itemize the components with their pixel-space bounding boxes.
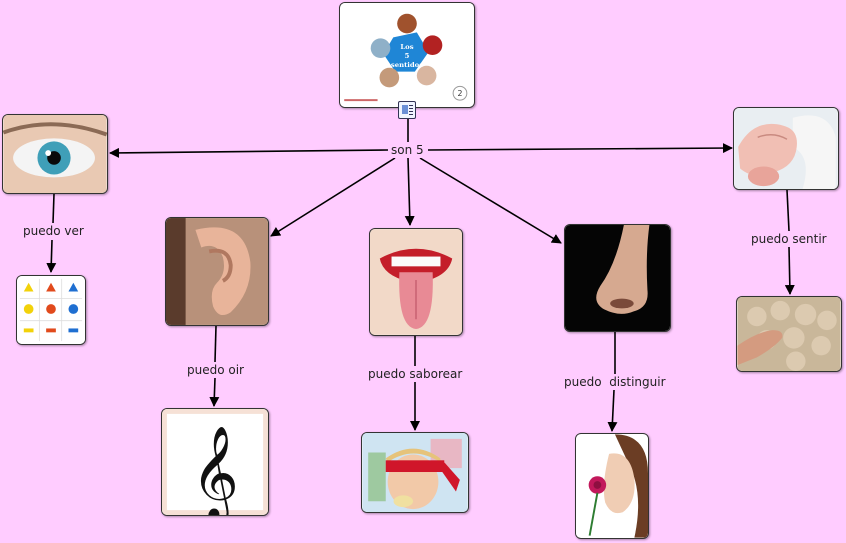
- treble-clef-image: 𝄞: [162, 409, 268, 515]
- hand-image: [734, 108, 838, 189]
- five-senses-thumbnail: Los 5 sentidos 2: [340, 3, 474, 107]
- girl-smelling-rose-image: [576, 434, 648, 538]
- arrow-son5-to-mouth: [404, 157, 415, 226]
- eye-image: [3, 115, 107, 193]
- blindfolded-girl-tasting-image: [362, 433, 468, 512]
- arrow-oir-to-clef: [209, 377, 220, 407]
- hand-node[interactable]: [733, 107, 839, 190]
- rose-girl-node[interactable]: [575, 433, 649, 539]
- hand-touching-wool-image: [737, 297, 841, 371]
- arrow-son5-to-hand: [427, 143, 733, 154]
- sense-label-distinguir: puedo distinguir: [561, 374, 669, 390]
- mouth-node[interactable]: [369, 228, 463, 336]
- arrow-son5-to-eye: [109, 147, 389, 158]
- colored-shapes-grid-image: [17, 276, 85, 344]
- sense-label-sentir: puedo sentir: [748, 231, 830, 247]
- link-hand-to-label: [786, 189, 790, 232]
- nose-image: [565, 225, 670, 331]
- arrow-distinguir-to-rose: [607, 389, 618, 432]
- tasting-girl-node[interactable]: [361, 432, 469, 513]
- arrow-son5-to-ear: [270, 157, 396, 237]
- center-title-line-1: Los: [400, 43, 413, 51]
- treble-clef-node[interactable]: 𝄞: [161, 408, 269, 516]
- arrow-son5-to-nose: [419, 157, 562, 244]
- page-badge: 2: [457, 89, 462, 98]
- svg-text:𝄞: 𝄞: [191, 424, 239, 515]
- ear-node[interactable]: [165, 217, 269, 326]
- nose-node[interactable]: [564, 224, 671, 332]
- center-node-los-5-sentidos[interactable]: Los 5 sentidos 2: [339, 2, 475, 108]
- mouth-tongue-image: [370, 229, 462, 335]
- link-eye-to-label: [52, 193, 55, 224]
- center-title-line-3: sentidos: [391, 61, 423, 69]
- sense-label-oir: puedo oir: [184, 362, 247, 378]
- link-ear-to-label: [214, 325, 217, 363]
- shapes-grid-node[interactable]: [16, 275, 86, 345]
- wool-node[interactable]: [736, 296, 842, 372]
- son5-label: son 5: [388, 142, 427, 158]
- center-title-line-2: 5: [405, 52, 410, 60]
- arrow-ver-to-shapes: [46, 239, 57, 273]
- ear-image: [166, 218, 268, 325]
- arrow-sentir-to-wool: [784, 246, 795, 295]
- sense-label-saborear: puedo saborear: [365, 366, 466, 382]
- eye-node[interactable]: [2, 114, 108, 194]
- document-icon[interactable]: [398, 101, 416, 119]
- sense-label-ver: puedo ver: [20, 223, 87, 239]
